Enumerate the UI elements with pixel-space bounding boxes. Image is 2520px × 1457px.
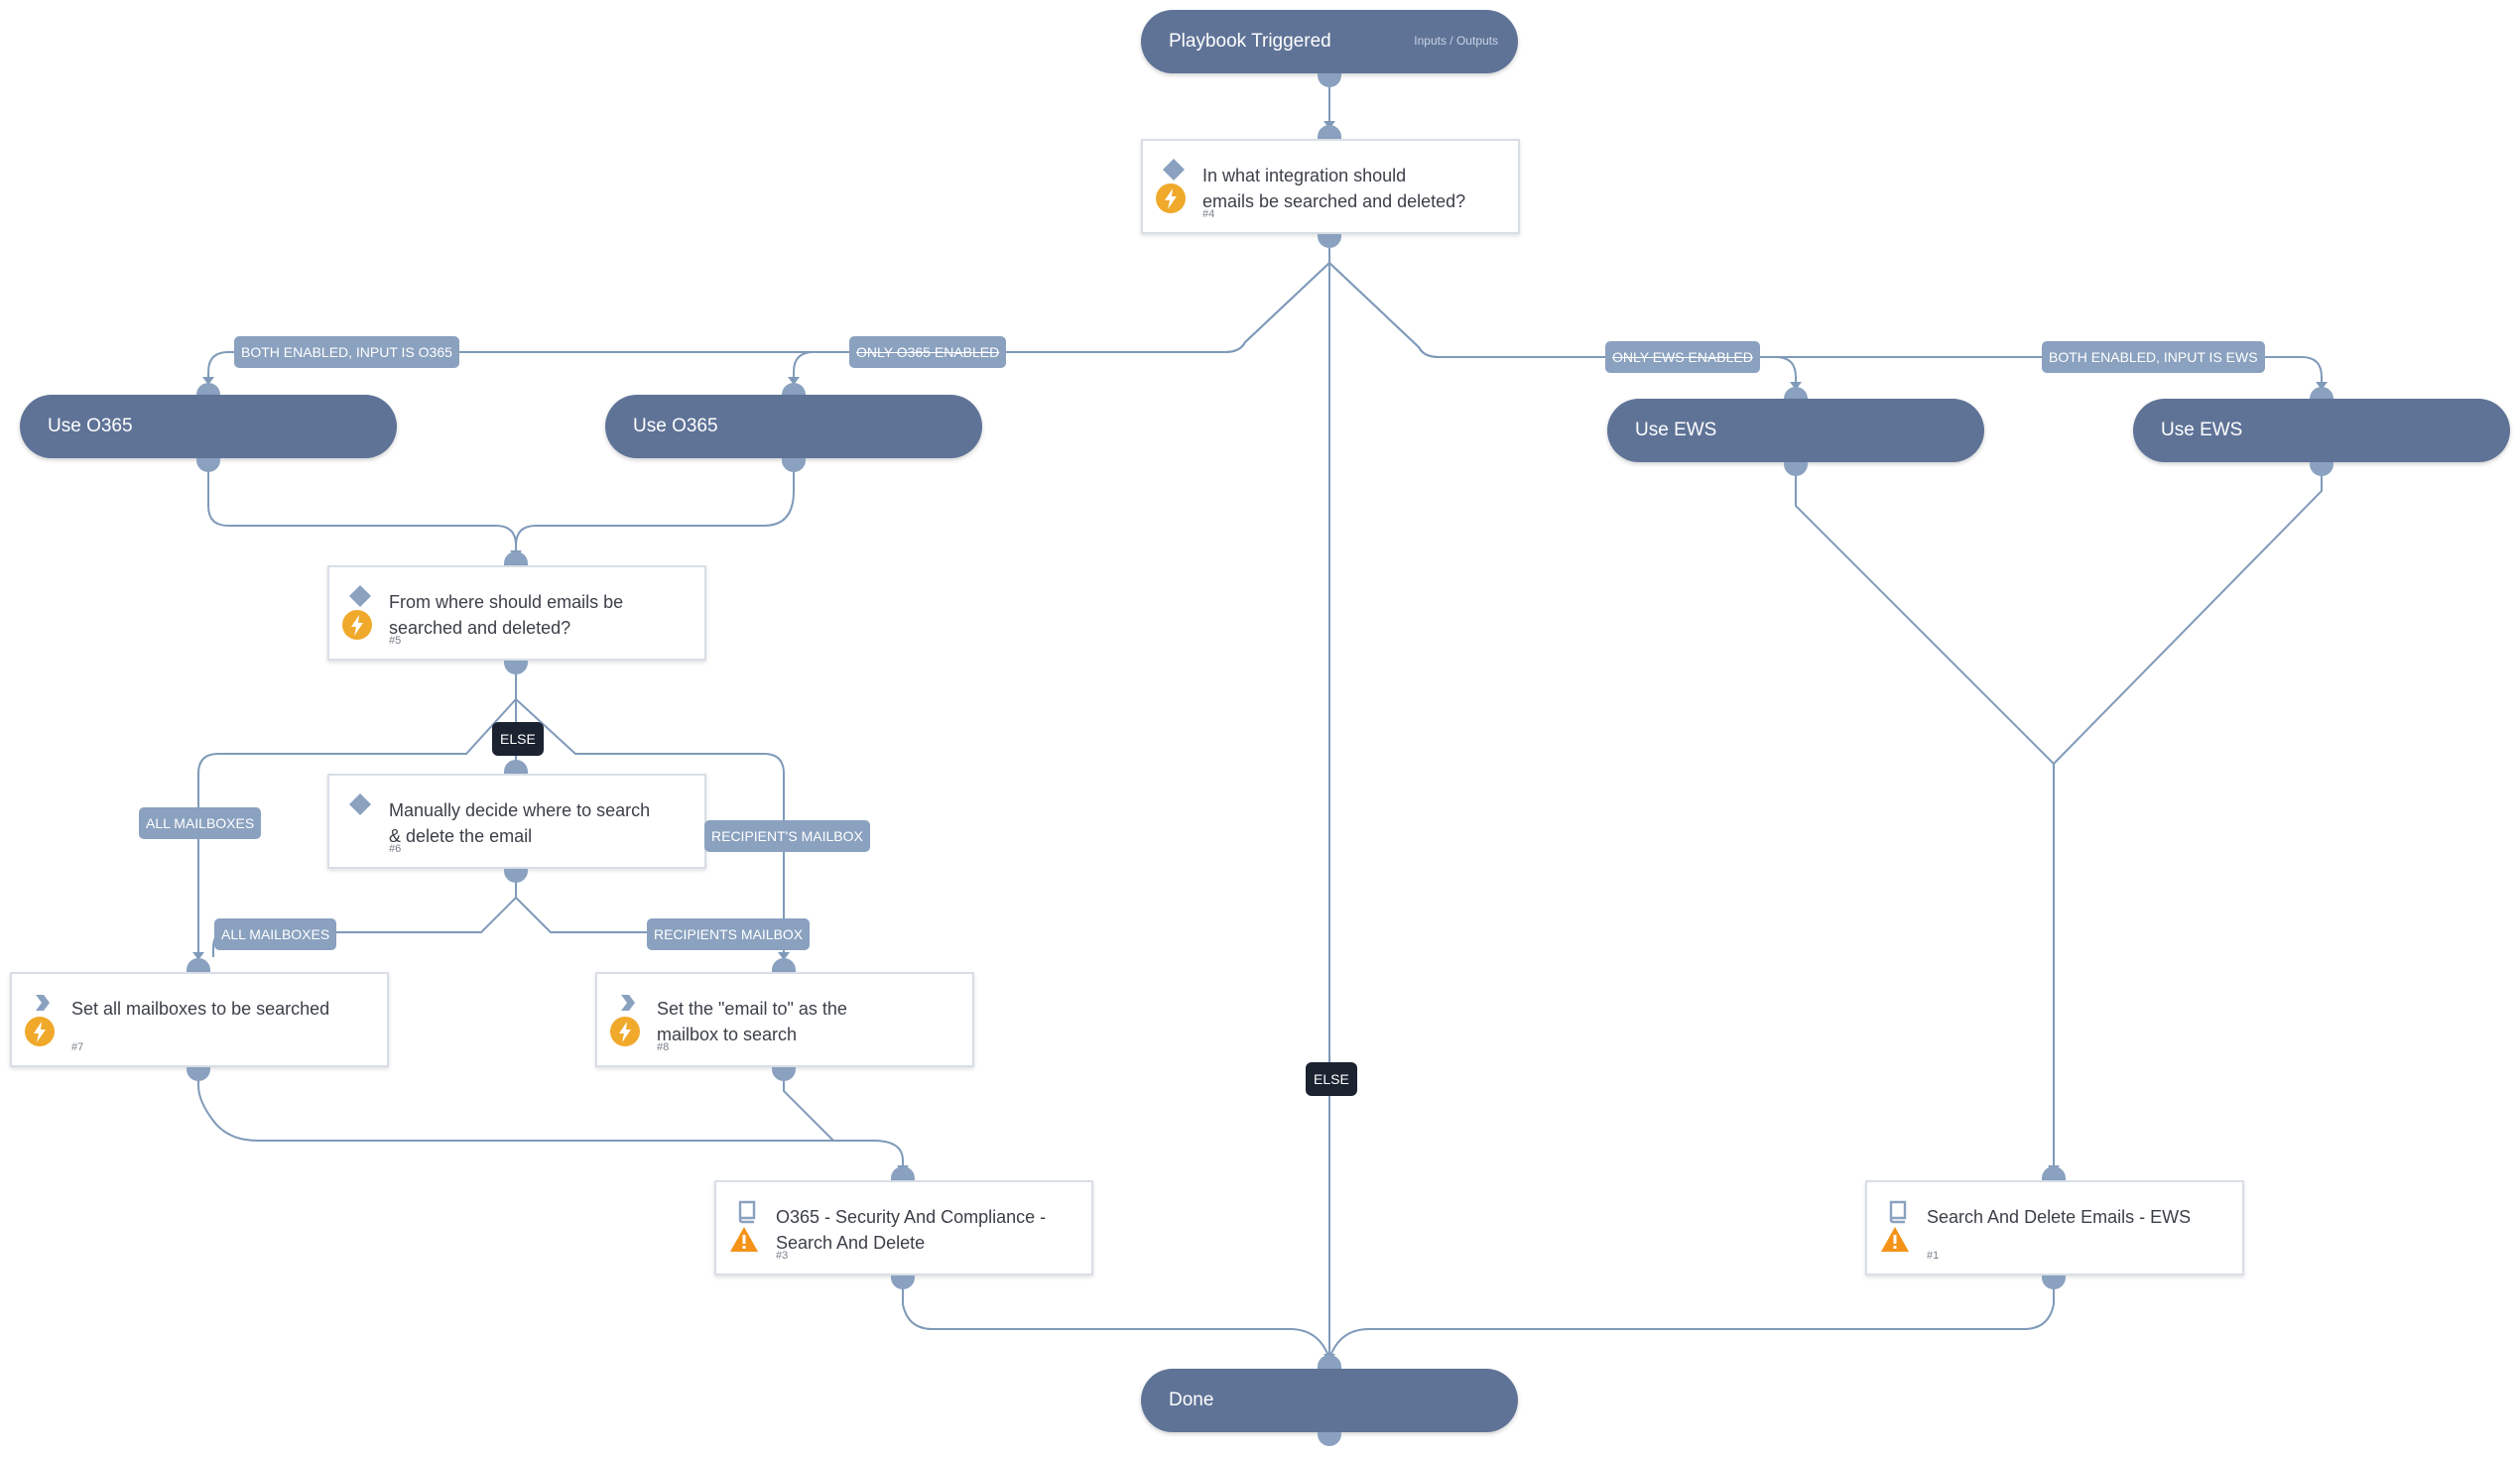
diamond-icon (349, 793, 371, 815)
port-n4-out[interactable] (1318, 234, 1341, 248)
edge-label-only-ews[interactable]: ONLY EWS ENABLED (1605, 341, 1760, 373)
task-title: Manually decide where to search & delete… (389, 800, 651, 846)
port-n5-in[interactable] (504, 551, 528, 565)
edge-n7-n3 (197, 1076, 904, 1170)
edge-label-recipients-mailbox-2[interactable]: RECIPIENTS MAILBOX (647, 918, 811, 950)
edge-n3-done (902, 1284, 1330, 1360)
edge-label-else-top[interactable]: ELSE (492, 722, 544, 756)
port-n1-in[interactable] (2042, 1166, 2066, 1180)
edge-n1-done (1328, 1284, 2055, 1360)
port-ewsa-in[interactable] (1784, 387, 1808, 401)
port-done-out[interactable] (1318, 1432, 1341, 1446)
task-number: #1 (1927, 1250, 1940, 1262)
task-number: #5 (389, 635, 402, 647)
task-title: In what integration should emails be sea… (1202, 166, 1466, 211)
port-n4-in[interactable] (1318, 125, 1341, 139)
playbook-triggered-node[interactable]: Playbook Triggered Inputs / Outputs (1141, 10, 1518, 73)
task-title: From where should emails be searched and… (389, 592, 624, 638)
done-node[interactable]: Done (1141, 1369, 1518, 1432)
port-start-out[interactable] (1318, 73, 1341, 87)
lightning-icon (1156, 183, 1186, 213)
edge-o365b-n5 (515, 471, 795, 546)
edge-label-both-o365[interactable]: BOTH ENABLED, INPUT IS O365 (234, 336, 459, 368)
port-ewsb-in[interactable] (2310, 387, 2333, 401)
book-icon (1889, 1200, 1907, 1224)
port-o365b-out[interactable] (782, 458, 806, 472)
lightning-icon (610, 1017, 640, 1046)
port-n6-in[interactable] (504, 760, 528, 774)
task-n1[interactable]: Search And Delete Emails - EWS #1 (1865, 1180, 2244, 1275)
task-number: #4 (1202, 208, 1215, 220)
node-title: Use EWS (1635, 420, 1717, 440)
diamond-icon (349, 585, 371, 607)
task-title: Set all mailboxes to be searched (71, 999, 330, 1019)
edge-ewsa-n1 (1795, 471, 2055, 1170)
task-n5[interactable]: From where should emails be searched and… (327, 565, 706, 661)
port-n1-out[interactable] (2042, 1275, 2066, 1289)
port-o365b-in[interactable] (782, 383, 806, 397)
port-o365a-in[interactable] (196, 383, 220, 397)
book-icon (738, 1200, 756, 1224)
use-o365-node-b[interactable]: Use O365 (605, 395, 982, 458)
port-n8-out[interactable] (772, 1067, 796, 1081)
edge-ewsb-n1 (2053, 471, 2323, 765)
edge-n4-o365b (793, 262, 1330, 382)
port-o365a-out[interactable] (196, 458, 220, 472)
node-title: Use EWS (2161, 420, 2243, 440)
warning-icon (1881, 1227, 1909, 1252)
chevron-icon (621, 995, 635, 1011)
task-number: #7 (71, 1041, 84, 1053)
task-n6[interactable]: Manually decide where to search & delete… (327, 774, 706, 869)
warning-icon (730, 1227, 758, 1252)
edge-label-all-mailboxes-2[interactable]: ALL MAILBOXES (214, 918, 337, 950)
port-n7-in[interactable] (187, 958, 210, 972)
edge-label-both-ews[interactable]: BOTH ENABLED, INPUT IS EWS (2042, 341, 2265, 373)
port-n6-out[interactable] (504, 869, 528, 883)
task-number: #6 (389, 843, 402, 855)
port-ewsb-out[interactable] (2310, 462, 2333, 476)
edge-n4-ewsb (1328, 262, 2323, 387)
edge-n5-n7 (197, 672, 517, 962)
edge-label-all-mailboxes-1[interactable]: ALL MAILBOXES (139, 807, 262, 839)
port-n3-in[interactable] (891, 1166, 915, 1180)
task-title: Search And Delete Emails - EWS (1927, 1207, 2192, 1227)
task-title: Set the "email to" as the mailbox to sea… (657, 999, 847, 1044)
task-title: O365 - Security And Compliance - Search … (776, 1207, 1047, 1253)
task-n8[interactable]: Set the "email to" as the mailbox to sea… (595, 972, 974, 1067)
edge-n8-n3 (783, 1076, 834, 1142)
node-title: Use O365 (633, 416, 718, 436)
use-ews-node-b[interactable]: Use EWS (2133, 399, 2510, 462)
use-o365-node-a[interactable]: Use O365 (20, 395, 397, 458)
port-n8-in[interactable] (772, 958, 796, 972)
start-title: Playbook Triggered (1169, 31, 1331, 52)
task-number: #8 (657, 1041, 670, 1053)
use-ews-node-a[interactable]: Use EWS (1607, 399, 1984, 462)
edge-label-else-mid[interactable]: ELSE (1306, 1062, 1357, 1096)
edge-n5-n8 (515, 698, 785, 962)
task-n7[interactable]: Set all mailboxes to be searched #7 (10, 972, 389, 1067)
port-n3-out[interactable] (891, 1275, 915, 1289)
lightning-icon (342, 610, 372, 640)
edge-o365a-n5 (207, 471, 517, 555)
port-n7-out[interactable] (187, 1067, 210, 1081)
diamond-icon (1163, 159, 1185, 181)
node-title: Use O365 (48, 416, 133, 436)
task-n4[interactable]: In what integration should emails be sea… (1141, 139, 1520, 234)
edge-label-recipients-mailbox-1[interactable]: RECIPIENT'S MAILBOX (704, 820, 870, 852)
chevron-icon (36, 995, 50, 1011)
task-number: #3 (776, 1250, 789, 1262)
end-title: Done (1169, 1390, 1214, 1410)
inputs-outputs-link[interactable]: Inputs / Outputs (1414, 34, 1498, 48)
port-n5-out[interactable] (504, 661, 528, 674)
lightning-icon (25, 1017, 55, 1046)
port-ewsa-out[interactable] (1784, 462, 1808, 476)
task-n3[interactable]: O365 - Security And Compliance - Search … (714, 1180, 1093, 1275)
port-done-in[interactable] (1318, 1355, 1341, 1369)
edge-label-only-o365[interactable]: ONLY O365 ENABLED (849, 336, 1007, 368)
